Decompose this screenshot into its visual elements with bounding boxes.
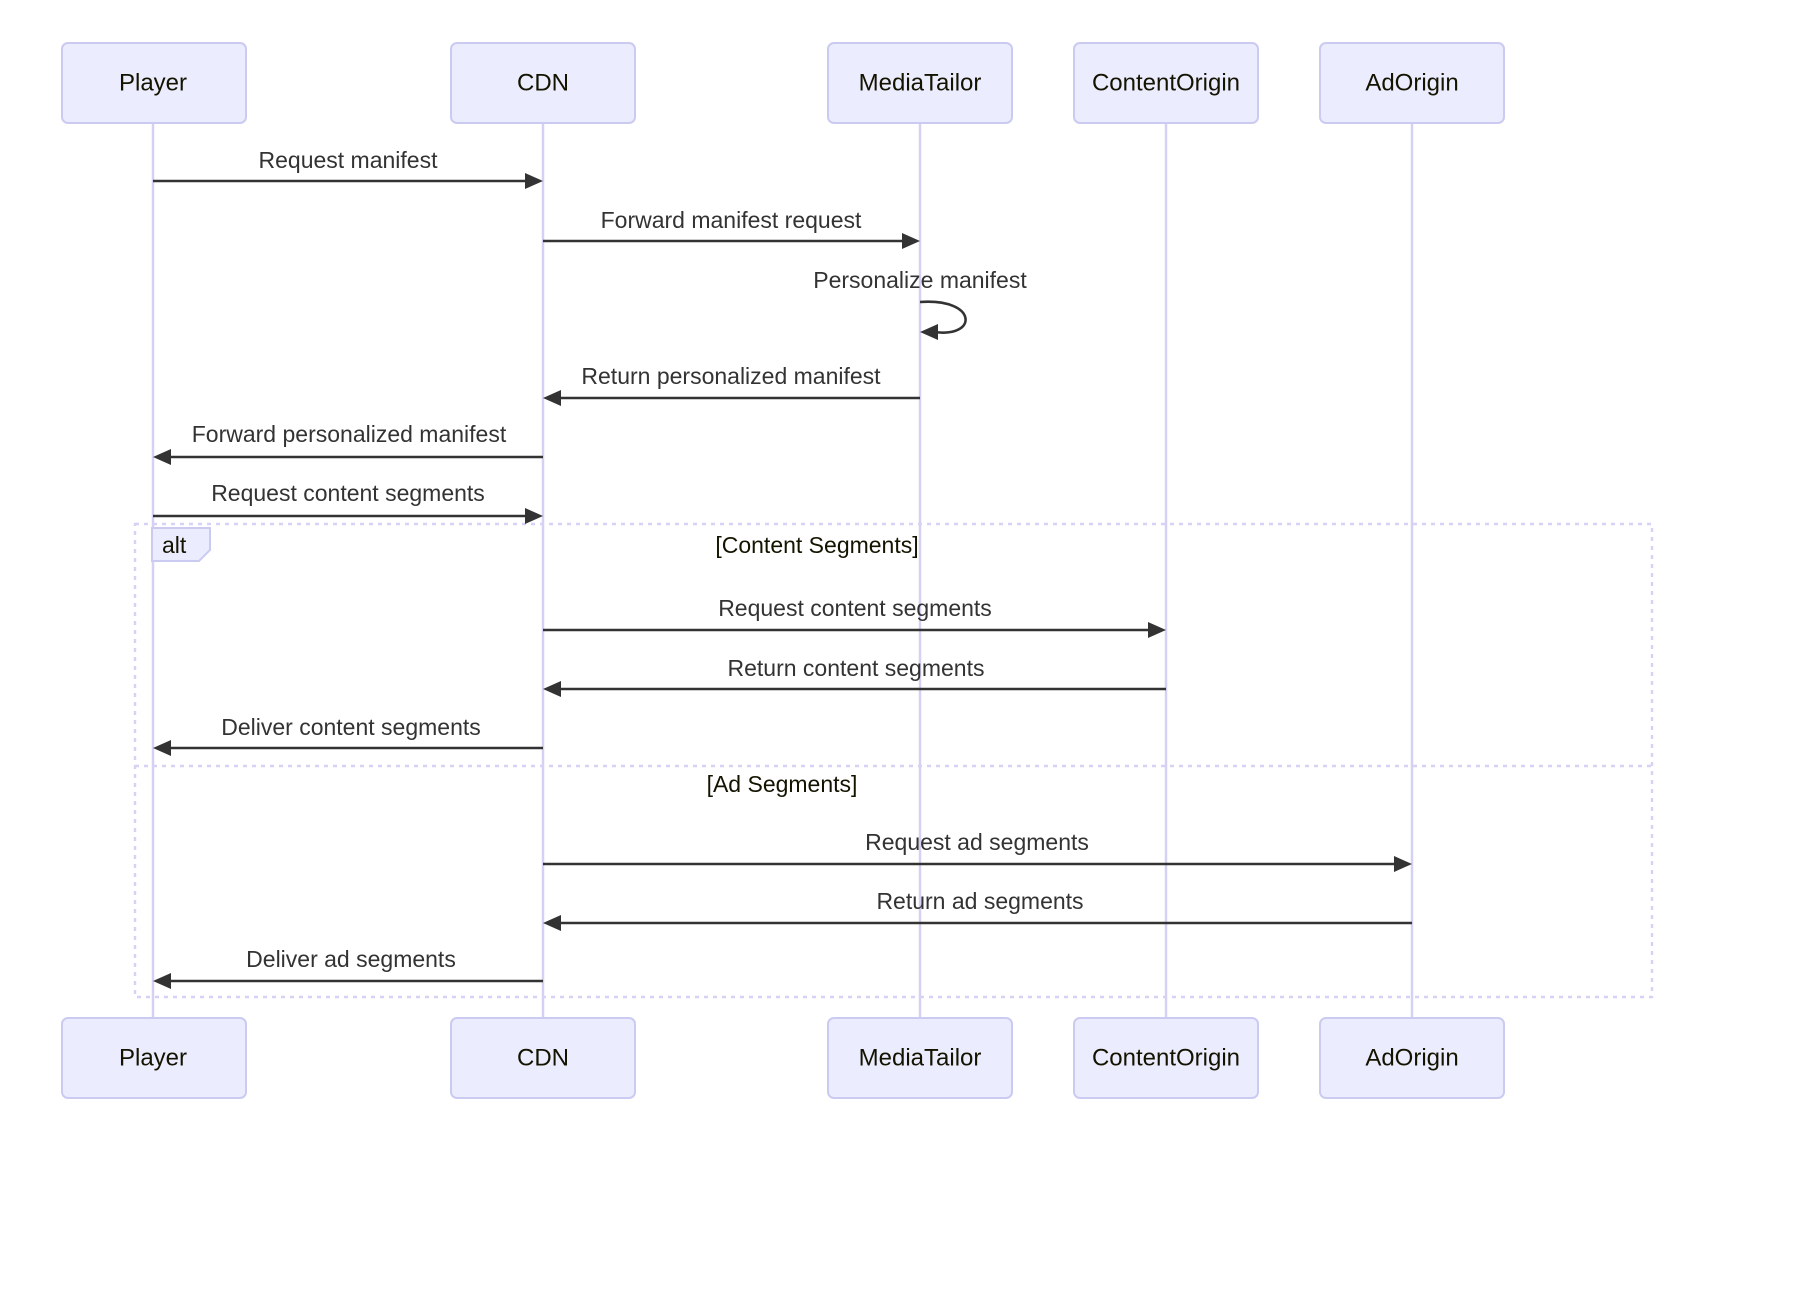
fragment-frame	[133, 522, 1654, 999]
message-label: Deliver ad segments	[246, 946, 456, 972]
message-label: Request ad segments	[865, 829, 1089, 855]
participant-bottom-cdn[interactable]: CDN	[450, 1017, 636, 1099]
participant-label: MediaTailor	[859, 1044, 982, 1071]
message-arrowhead	[1148, 622, 1166, 638]
fragment-tag-shape	[151, 527, 211, 562]
participant-label: ContentOrigin	[1092, 69, 1240, 96]
message-arrowhead	[525, 508, 543, 524]
message-label: Return content segments	[728, 655, 985, 681]
participant-top-adorigin[interactable]: AdOrigin	[1319, 42, 1505, 124]
participant-bottom-player[interactable]: Player	[61, 1017, 247, 1099]
message-m4[interactable]: Return personalized manifest	[543, 363, 920, 406]
message-arrowhead	[153, 973, 171, 989]
participant-label: Player	[119, 69, 187, 96]
participant-box[interactable]	[1073, 1017, 1259, 1099]
participant-box[interactable]	[61, 1017, 247, 1099]
message-arrowhead	[543, 390, 561, 406]
participant-label: CDN	[517, 69, 569, 96]
self-loop-arrowhead	[920, 324, 938, 340]
message-m8[interactable]: Return content segments	[543, 655, 1166, 697]
message-arrowhead	[902, 233, 920, 249]
participant-box[interactable]	[450, 1017, 636, 1099]
message-label: Forward personalized manifest	[192, 421, 507, 447]
message-m7[interactable]: Request content segments	[543, 595, 1166, 638]
message-m5[interactable]: Forward personalized manifest	[153, 421, 543, 465]
message-arrowhead	[1394, 856, 1412, 872]
participant-box[interactable]	[1319, 1017, 1505, 1099]
participants-bottom-layer: Player CDN MediaTailor ContentOrigin AdOrigi…	[61, 1017, 1505, 1099]
message-m9[interactable]: Deliver content segments	[153, 714, 543, 756]
participant-box[interactable]	[827, 1017, 1013, 1099]
message-label: Return personalized manifest	[581, 363, 881, 389]
message-label: Forward manifest request	[601, 207, 862, 233]
participant-box[interactable]	[450, 42, 636, 124]
participant-top-player[interactable]: Player	[61, 42, 247, 124]
message-m3[interactable]: Personalize manifest	[813, 267, 1027, 340]
participant-label: ContentOrigin	[1092, 1044, 1240, 1071]
participant-top-contentorigin[interactable]: ContentOrigin	[1073, 42, 1259, 124]
message-m11[interactable]: Return ad segments	[543, 888, 1412, 931]
message-m6[interactable]: Request content segments	[153, 480, 543, 524]
message-m1[interactable]: Request manifest	[153, 147, 543, 189]
self-loop-arc	[919, 300, 967, 334]
message-label: Return ad segments	[876, 888, 1083, 914]
message-arrowhead	[543, 915, 561, 931]
participant-label: Player	[119, 1044, 187, 1071]
fragment-condition-ad-segments: [Ad Segments]	[707, 771, 858, 797]
message-m12[interactable]: Deliver ad segments	[153, 946, 543, 989]
participant-box[interactable]	[827, 42, 1013, 124]
participant-label: CDN	[517, 1044, 569, 1071]
participant-box[interactable]	[1319, 42, 1505, 124]
participant-box[interactable]	[1073, 42, 1259, 124]
message-label: Personalize manifest	[813, 267, 1027, 293]
participants-top-layer: Player CDN MediaTailor ContentOrigin AdOrigi…	[61, 42, 1505, 124]
message-arrowhead	[153, 449, 171, 465]
message-label: Deliver content segments	[221, 714, 481, 740]
message-arrowhead	[525, 173, 543, 189]
participant-bottom-contentorigin[interactable]: ContentOrigin	[1073, 1017, 1259, 1099]
fragment-condition-content-segments: [Content Segments]	[715, 532, 918, 558]
participant-top-cdn[interactable]: CDN	[450, 42, 636, 124]
message-label: Request content segments	[718, 595, 992, 621]
participant-bottom-adorigin[interactable]: AdOrigin	[1319, 1017, 1505, 1099]
message-label: Request content segments	[211, 480, 485, 506]
message-arrowhead	[543, 681, 561, 697]
message-arrowhead	[153, 740, 171, 756]
message-m10[interactable]: Request ad segments	[543, 829, 1412, 872]
fragment-alt-block: [Content Segments] [Ad Segments] alt	[133, 522, 1654, 999]
fragments-layer: [Content Segments] [Ad Segments] alt	[133, 522, 1654, 999]
participant-top-mediatailor[interactable]: MediaTailor	[827, 42, 1013, 124]
message-label: Request manifest	[259, 147, 439, 173]
fragment-tag-label: alt	[162, 532, 187, 558]
participant-box[interactable]	[61, 42, 247, 124]
participant-label: MediaTailor	[859, 69, 982, 96]
message-m2[interactable]: Forward manifest request	[543, 207, 920, 249]
lifelines-layer	[151, 123, 1414, 1018]
participant-label: AdOrigin	[1365, 69, 1458, 96]
participant-label: AdOrigin	[1365, 1044, 1458, 1071]
participant-bottom-mediatailor[interactable]: MediaTailor	[827, 1017, 1013, 1099]
